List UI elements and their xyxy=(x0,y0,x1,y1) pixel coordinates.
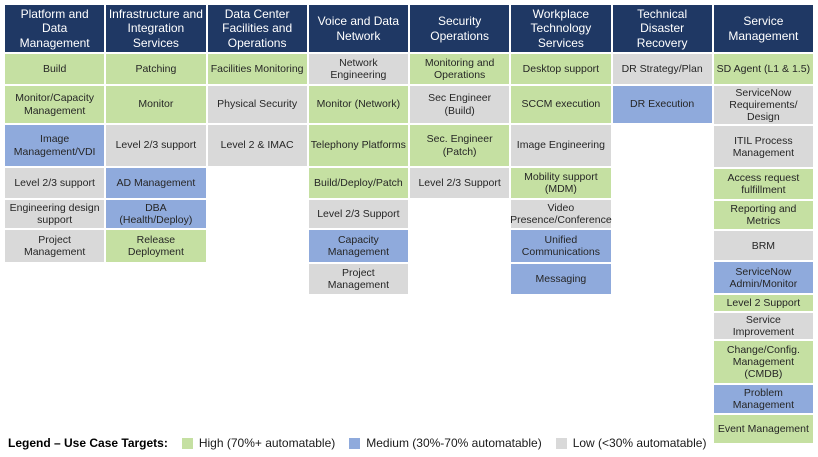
matrix-cell: Capacity Management xyxy=(308,230,408,262)
matrix-cell: Level 2 Support xyxy=(713,295,813,312)
column-header: Platform and Data Management xyxy=(5,5,105,52)
matrix-cell: Engineering design support xyxy=(5,200,105,228)
matrix-cell: Monitoring and Operations xyxy=(410,54,510,84)
matrix-cell: Image Management/VDI xyxy=(5,125,105,166)
matrix-cell: Image Engineering xyxy=(511,125,611,166)
matrix-cell: Project Management xyxy=(5,230,105,262)
matrix-cell: Level 2/3 support xyxy=(5,168,105,198)
medium-swatch-icon xyxy=(349,437,361,449)
legend-item-medium: Medium (30%-70% automatable) xyxy=(349,436,542,450)
matrix-cell: SD Agent (L1 & 1.5) xyxy=(713,54,813,84)
legend-item-high: High (70%+ automatable) xyxy=(181,436,336,450)
matrix-cell: ITIL Process Management xyxy=(713,126,813,168)
matrix-cell: Telephony Platforms xyxy=(308,125,408,166)
column-infrastructure-and-integration-services: Infrastructure and Integration Services … xyxy=(106,5,206,262)
column-data-center-facilities-and-operations: Data Center Facilities and Operations Fa… xyxy=(207,5,307,166)
matrix-cell: Level 2 & IMAC xyxy=(207,125,307,166)
matrix-cell: DBA (Health/Deploy) xyxy=(106,200,206,228)
matrix-cell: Network Engineering xyxy=(308,54,408,84)
matrix-cell: Messaging xyxy=(511,264,611,294)
low-swatch-icon xyxy=(555,437,567,449)
column-header: Service Management xyxy=(713,5,813,52)
matrix-cell: SCCM execution xyxy=(511,86,611,123)
matrix-cell: Reporting and Metrics xyxy=(713,201,813,230)
matrix-cell: Monitor (Network) xyxy=(308,86,408,123)
matrix-cell: Monitor/Capacity Management xyxy=(5,86,105,123)
matrix-cell: BRM xyxy=(713,231,813,261)
matrix-cell: Sec Engineer (Build) xyxy=(410,86,510,123)
column-header: Infrastructure and Integration Services xyxy=(106,5,206,52)
matrix-cell: Change/Config. Management (CMDB) xyxy=(713,341,813,384)
legend-label: Legend – Use Case Targets: xyxy=(8,436,168,450)
matrix-cell: Level 2/3 support xyxy=(106,125,206,166)
legend: Legend – Use Case Targets: High (70%+ au… xyxy=(8,436,706,450)
column-platform-and-data-management: Platform and Data Management Build Monit… xyxy=(5,5,105,262)
column-workplace-technology-services: Workplace Technology Services Desktop su… xyxy=(510,5,612,294)
column-technical-disaster-recovery: Technical Disaster Recovery DR Strategy/… xyxy=(612,5,712,123)
column-header: Data Center Facilities and Operations xyxy=(207,5,307,52)
matrix-cell: Facilities Monitoring xyxy=(207,54,307,84)
legend-item-low: Low (<30% automatable) xyxy=(555,436,707,450)
column-service-management: Service Management SD Agent (L1 & 1.5) S… xyxy=(713,5,813,444)
column-header: Technical Disaster Recovery xyxy=(612,5,712,52)
matrix-cell: DR Execution xyxy=(612,86,712,123)
capability-table: Platform and Data Management Build Monit… xyxy=(5,5,813,444)
matrix-cell: Access request fulfillment xyxy=(713,169,813,200)
legend-item-label: High (70%+ automatable) xyxy=(198,436,336,450)
matrix-cell: Monitor xyxy=(106,86,206,123)
column-header: Voice and Data Network xyxy=(308,5,408,52)
matrix-cell: Build/Deploy/Patch xyxy=(308,168,408,198)
matrix-cell: Event Management xyxy=(713,415,813,444)
matrix-cell: ServiceNow Requirements/ Design xyxy=(713,86,813,125)
matrix-cell: Unified Communications xyxy=(511,230,611,262)
matrix-cell: Problem Management xyxy=(713,385,813,414)
matrix-cell: Mobility support (MDM) xyxy=(511,168,611,198)
legend-item-label: Medium (30%-70% automatable) xyxy=(366,436,542,450)
matrix-cell: Physical Security xyxy=(207,86,307,123)
matrix-cell: Project Management xyxy=(308,264,408,294)
matrix-cell: Patching xyxy=(106,54,206,84)
matrix-cell: Video Presence/Conference xyxy=(510,200,612,228)
column-security-operations: Security Operations Monitoring and Opera… xyxy=(410,5,510,198)
matrix-cell: AD Management xyxy=(106,168,206,198)
column-voice-and-data-network: Voice and Data Network Network Engineeri… xyxy=(308,5,408,294)
matrix-cell: DR Strategy/Plan xyxy=(612,54,712,84)
matrix-cell: Build xyxy=(5,54,105,84)
matrix-cell: Level 2/3 Support xyxy=(308,200,408,228)
matrix-cell: Level 2/3 Support xyxy=(410,168,510,198)
matrix-cell: Service Improvement xyxy=(713,313,813,340)
matrix-cell: ServiceNow Admin/Monitor xyxy=(713,262,813,294)
column-header: Workplace Technology Services xyxy=(511,5,611,52)
column-header: Security Operations xyxy=(410,5,510,52)
matrix-cell: Desktop support xyxy=(511,54,611,84)
matrix-cell: Release Deployment xyxy=(106,230,206,262)
high-swatch-icon xyxy=(181,437,193,449)
matrix-cell: Sec. Engineer (Patch) xyxy=(410,125,510,166)
legend-item-label: Low (<30% automatable) xyxy=(572,436,707,450)
